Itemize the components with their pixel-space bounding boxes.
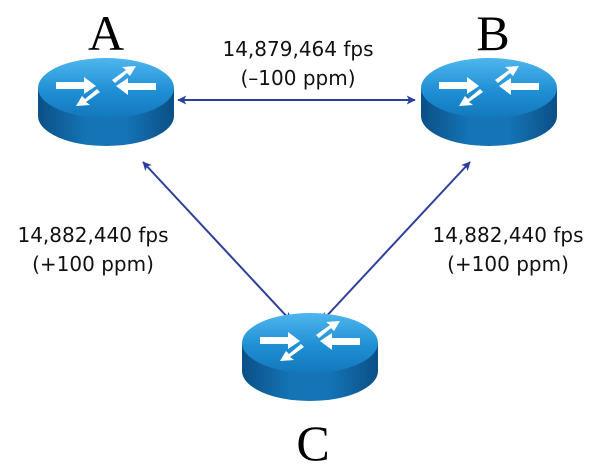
link-ab-offset: (–100 ppm) (240, 66, 355, 90)
link-bc-line (321, 161, 471, 322)
node-c-label: C (296, 415, 329, 468)
node-b-label: B (476, 5, 509, 61)
router-c-icon (242, 313, 378, 401)
link-ac-line (142, 161, 292, 322)
link-ac-rate: 14,882,440 fps (17, 223, 168, 247)
link-ab-rate: 14,879,464 fps (222, 37, 373, 61)
link-bc-offset: (+100 ppm) (447, 252, 569, 276)
router-a-icon (38, 58, 174, 146)
link-ac-offset: (+100 ppm) (32, 252, 154, 276)
link-bc-rate: 14,882,440 fps (432, 223, 583, 247)
node-a-label: A (88, 5, 124, 61)
router-b-icon (421, 58, 557, 146)
